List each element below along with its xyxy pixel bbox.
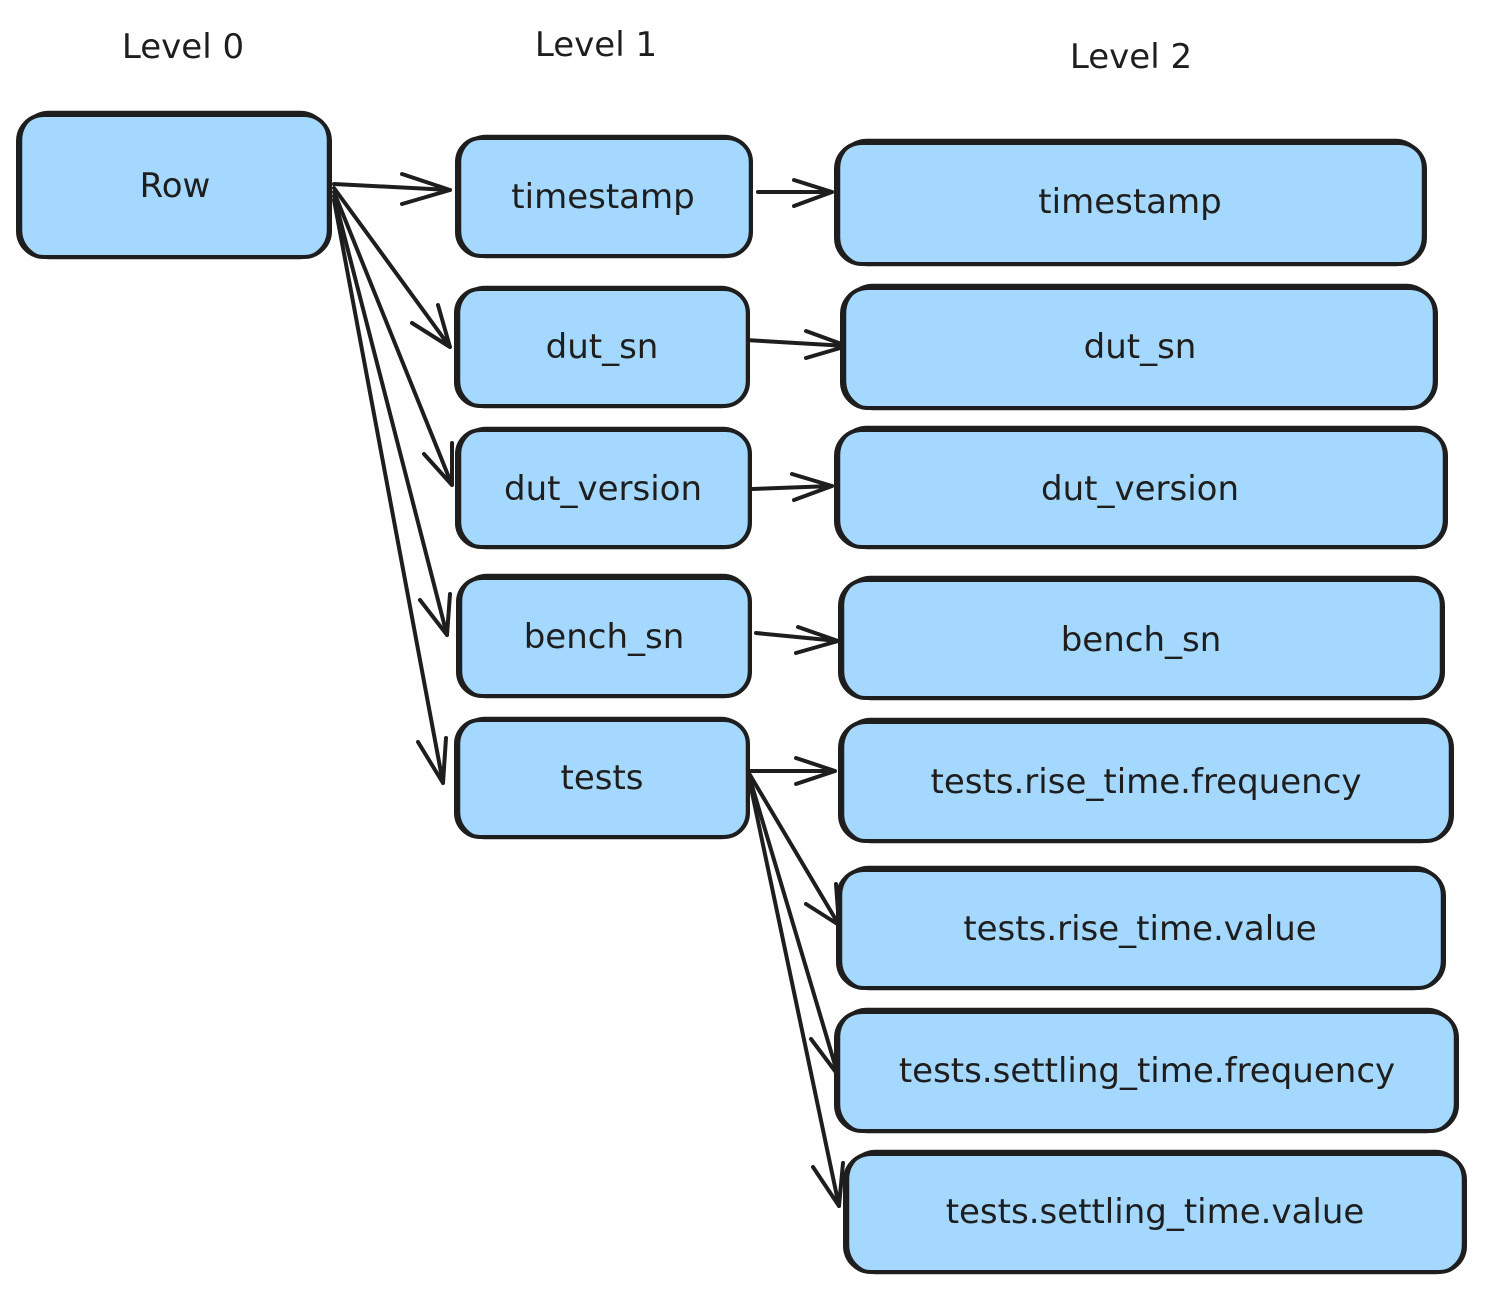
node-l1-timestamp-label: timestamp — [511, 177, 694, 217]
edge-row-to-timestamp — [332, 172, 452, 206]
node-l2-bench-sn: bench_sn — [838, 575, 1445, 701]
edge-row-to-tests — [332, 198, 448, 785]
level-2-label: Level 2 — [1070, 37, 1192, 77]
node-l1-tests: tests — [454, 716, 750, 840]
node-l2-settling-value-label: tests.settling_time.value — [946, 1192, 1365, 1232]
node-row: Row — [16, 110, 332, 260]
node-row-label: Row — [140, 166, 211, 206]
edge-dut-sn-to-dut-sn — [743, 329, 849, 360]
edge-tests-to-settling-value — [748, 781, 845, 1208]
node-l2-dut-sn-label: dut_sn — [1084, 327, 1197, 367]
edge-row-to-bench-sn — [332, 194, 452, 637]
node-l2-dut-version-label: dut_version — [1041, 469, 1239, 509]
node-l2-settling-value: tests.settling_time.value — [843, 1149, 1467, 1275]
node-l2-bench-sn-label: bench_sn — [1061, 620, 1222, 660]
node-l2-dut-sn: dut_sn — [840, 283, 1438, 411]
node-l2-rise-value-label: tests.rise_time.value — [963, 909, 1316, 949]
node-l2-rise-frequency-label: tests.rise_time.frequency — [930, 762, 1361, 802]
node-l1-bench-sn-label: bench_sn — [524, 617, 685, 657]
node-l1-dut-version-label: dut_version — [504, 469, 702, 509]
node-l1-tests-label: tests — [560, 758, 643, 798]
level-0-label: Level 0 — [122, 27, 244, 67]
edge-row-to-dut-sn — [332, 186, 452, 349]
edge-tests-to-settling-frequency — [748, 777, 841, 1077]
node-l1-dut-sn: dut_sn — [454, 285, 750, 409]
edge-dut-version-to-dut-version — [750, 472, 834, 502]
node-l1-dut-version: dut_version — [455, 426, 752, 550]
node-l2-settling-frequency: tests.settling_time.frequency — [834, 1007, 1459, 1134]
edge-tests-to-rise-frequency — [748, 756, 837, 786]
edge-timestamp-to-timestamp — [756, 178, 834, 208]
node-l2-rise-frequency: tests.rise_time.frequency — [838, 717, 1454, 844]
node-l2-timestamp: timestamp — [834, 138, 1427, 267]
node-l1-bench-sn: bench_sn — [456, 573, 752, 699]
level-1-label: Level 1 — [535, 25, 657, 65]
edge-bench-sn-to-bench-sn — [754, 625, 840, 655]
node-l2-timestamp-label: timestamp — [1038, 182, 1221, 222]
node-l2-settling-frequency-label: tests.settling_time.frequency — [899, 1051, 1395, 1091]
node-l2-rise-value: tests.rise_time.value — [836, 865, 1446, 991]
node-l2-dut-version: dut_version — [834, 425, 1448, 550]
node-l1-dut-sn-label: dut_sn — [546, 327, 659, 367]
node-l1-timestamp: timestamp — [455, 134, 753, 259]
edge-row-to-dut-version — [332, 190, 454, 487]
